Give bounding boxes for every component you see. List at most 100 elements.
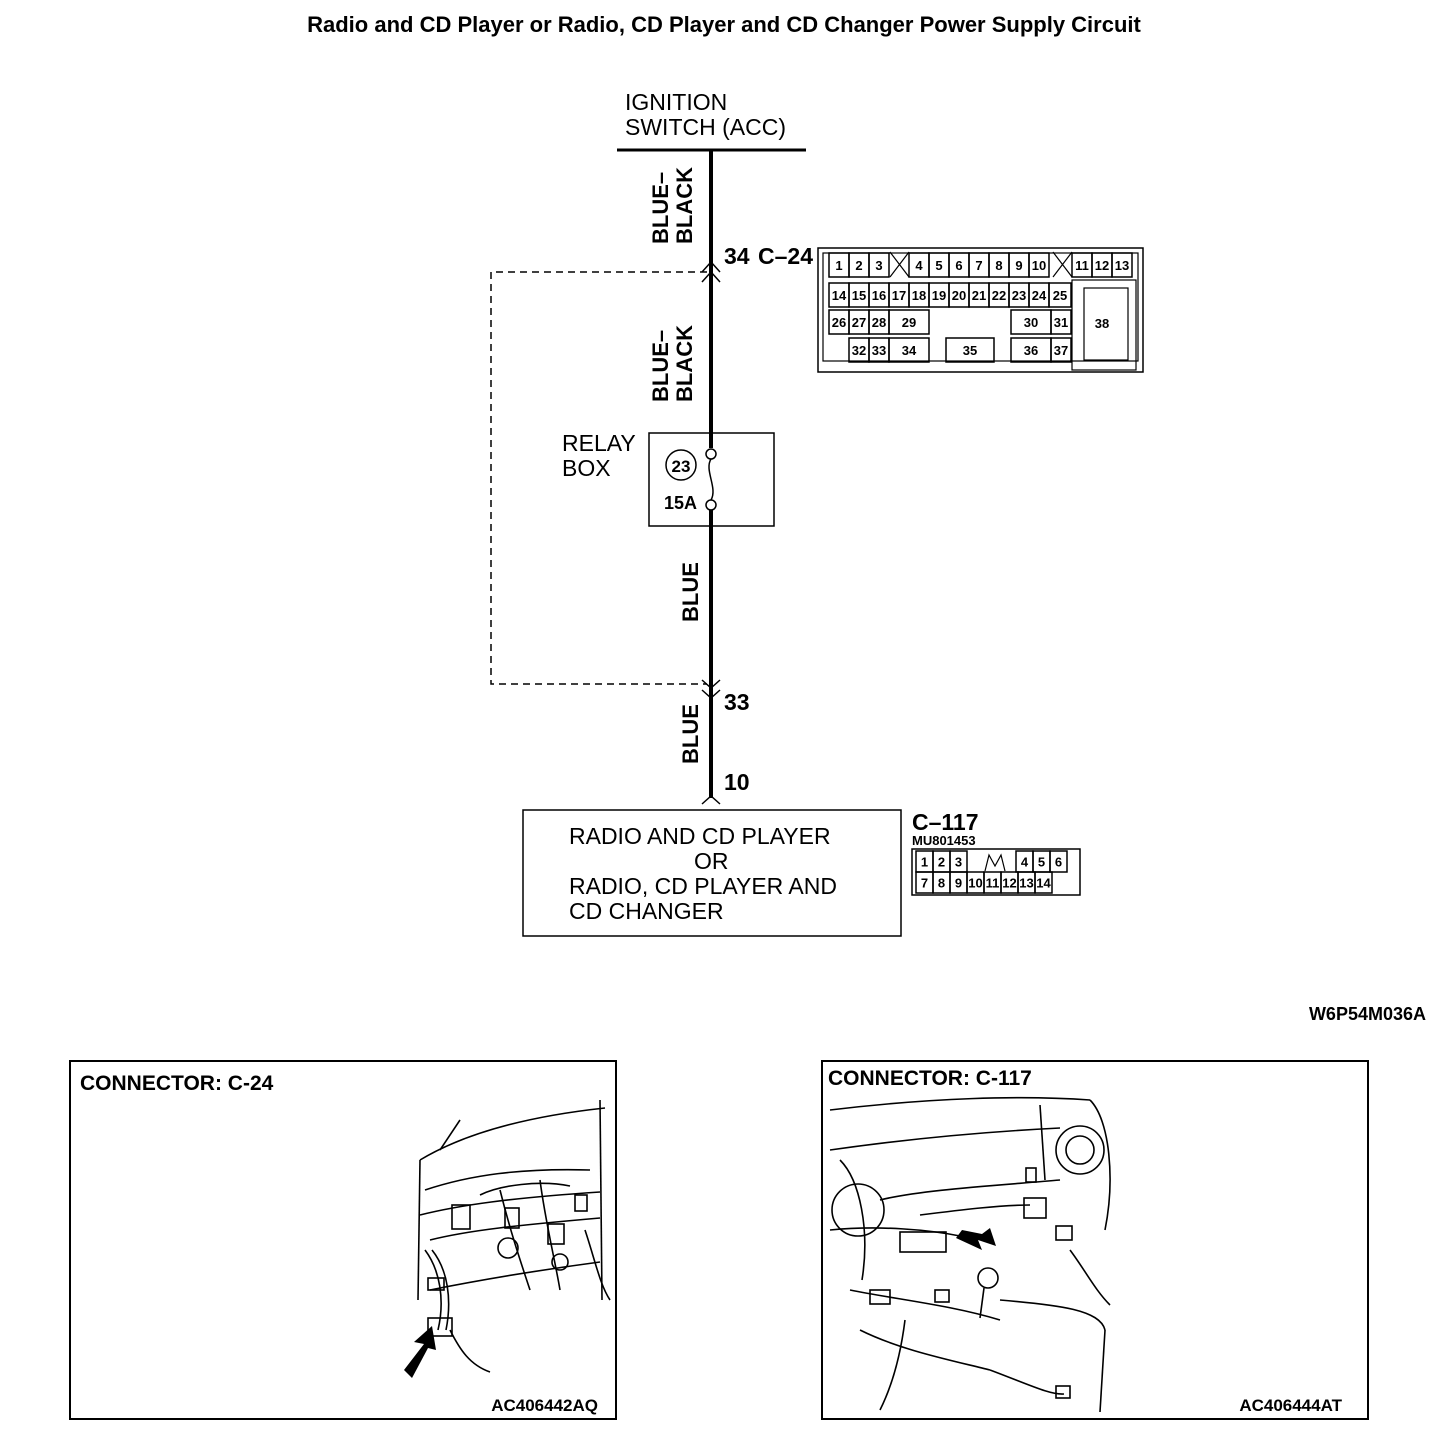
c24-pin: 10 <box>1032 258 1046 273</box>
connector-chevron-34 <box>701 260 721 283</box>
c117-pin-cavity <box>1049 850 1068 873</box>
c24-pin-cavity <box>1111 252 1133 278</box>
c117-pin: 6 <box>1055 855 1062 870</box>
connector-chevron-10 <box>701 794 721 805</box>
c24-pin-cavity <box>868 252 890 278</box>
connector-chevron-33 <box>701 679 721 700</box>
panel-title-c24: CONNECTOR: C-24 <box>80 1072 274 1095</box>
relay-box <box>648 432 775 527</box>
c24-pin: 31 <box>1054 315 1068 330</box>
c24-pin: 7 <box>975 258 982 273</box>
relay-box-label-line1: RELAY <box>562 430 636 456</box>
c117-pin: 2 <box>938 855 945 870</box>
c24-pin-cavity <box>945 337 995 363</box>
c117-pin: 5 <box>1038 855 1045 870</box>
c24-pin: 26 <box>832 315 846 330</box>
c117-key-mark <box>984 853 1006 872</box>
c117-pin: 9 <box>955 876 962 891</box>
c24-pin: 4 <box>915 258 923 273</box>
connector-part-number: MU801453 <box>912 833 976 848</box>
c24-pin: 35 <box>963 343 977 358</box>
c117-pin: 4 <box>1021 855 1029 870</box>
connector-c117-location-panel: CONNECTOR: C-117 AC406444AT <box>821 1060 1369 1420</box>
dashboard-harness-illustration-right <box>829 1096 1111 1413</box>
fuse-number: 23 <box>672 457 691 476</box>
diagram-title: Radio and CD Player or Radio, CD Player … <box>307 12 1141 37</box>
wire-color-label-bottom: BLUE <box>678 704 703 764</box>
terminal-label-34: 34 <box>724 243 750 269</box>
c117-pin: 1 <box>921 855 928 870</box>
connector-c24-location-panel: CONNECTOR: C-24 AC406442AQ <box>69 1060 617 1420</box>
c24-pin-cavity <box>888 309 930 335</box>
c24-pin: 19 <box>932 288 946 303</box>
ignition-label-line2: SWITCH (ACC) <box>625 114 786 140</box>
c24-pin: 20 <box>952 288 966 303</box>
terminal-label-33: 33 <box>724 689 750 715</box>
c117-pin: 13 <box>1019 876 1033 891</box>
dashboard-harness-illustration-left <box>417 1099 611 1373</box>
relay-box-label-line2: BOX <box>562 455 611 481</box>
c24-pin-cavity <box>1028 252 1050 278</box>
ignition-label-line1: IGNITION <box>625 89 727 115</box>
fuse-rating: 15A <box>664 493 697 513</box>
radio-unit-box <box>522 809 902 937</box>
c24-pin-38: 38 <box>1095 316 1109 331</box>
c24-pin: 36 <box>1024 343 1038 358</box>
c24-pin: 11 <box>1075 258 1089 273</box>
panel-code-c24: AC406442AQ <box>491 1396 598 1415</box>
c117-pin: 14 <box>1036 876 1051 891</box>
c117-pin-cavity <box>1034 871 1053 894</box>
c117-pin: 10 <box>968 876 982 891</box>
c24-pin: 18 <box>912 288 926 303</box>
c24-pin: 8 <box>995 258 1002 273</box>
c24-pin-cavity <box>1050 337 1072 363</box>
wire-color-label-middle-1: BLUE– <box>648 330 673 402</box>
c24-pin: 30 <box>1024 315 1038 330</box>
wire-color-label-lower: BLUE <box>678 562 703 622</box>
fuse-symbol <box>705 448 717 511</box>
c117-pin: 8 <box>938 876 945 891</box>
wire-color-label-middle-2: BLACK <box>672 325 697 402</box>
c24-pin: 34 <box>902 343 917 358</box>
c24-pin-row-4: 32 33 34 35 36 37 <box>848 337 1072 363</box>
c24-pin: 32 <box>852 343 866 358</box>
c117-pin: 11 <box>986 876 1000 891</box>
c24-pin-cavity <box>1048 282 1072 308</box>
c24-pin: 25 <box>1053 288 1067 303</box>
c24-pin: 37 <box>1054 343 1068 358</box>
c24-pin: 1 <box>835 258 842 273</box>
c24-pin: 33 <box>872 343 886 358</box>
c24-pin: 29 <box>902 315 916 330</box>
c24-pin: 13 <box>1115 258 1129 273</box>
c24-pin: 21 <box>972 288 986 303</box>
c24-pin: 22 <box>992 288 1006 303</box>
c24-pin: 27 <box>852 315 866 330</box>
radio-unit-label-line3: RADIO, CD PLAYER AND <box>569 873 837 899</box>
c24-pin: 6 <box>955 258 962 273</box>
panel-code-c117: AC406444AT <box>1239 1396 1342 1415</box>
c24-pin: 17 <box>892 288 906 303</box>
c24-pin-row-3: 26 27 28 29 30 31 <box>828 309 1072 335</box>
connector-id-c24: C–24 <box>758 243 813 269</box>
c24-pin: 28 <box>872 315 886 330</box>
c24-pin: 5 <box>935 258 942 273</box>
wire-color-label-top-2: BLACK <box>672 167 697 244</box>
c24-pin: 3 <box>875 258 882 273</box>
c24-pin: 16 <box>872 288 886 303</box>
c24-pin: 9 <box>1015 258 1022 273</box>
c117-pin: 3 <box>955 855 962 870</box>
radio-unit-label-line4: CD CHANGER <box>569 898 724 924</box>
location-arrow <box>956 1228 996 1250</box>
wire-color-label-top-1: BLUE– <box>648 172 673 244</box>
connector-boundary-dashed <box>490 271 707 685</box>
c24-pin: 2 <box>855 258 862 273</box>
fuse-number-circle <box>665 449 697 481</box>
connector-id-c117: C–117 <box>912 809 979 835</box>
c117-pin: 12 <box>1002 876 1016 891</box>
